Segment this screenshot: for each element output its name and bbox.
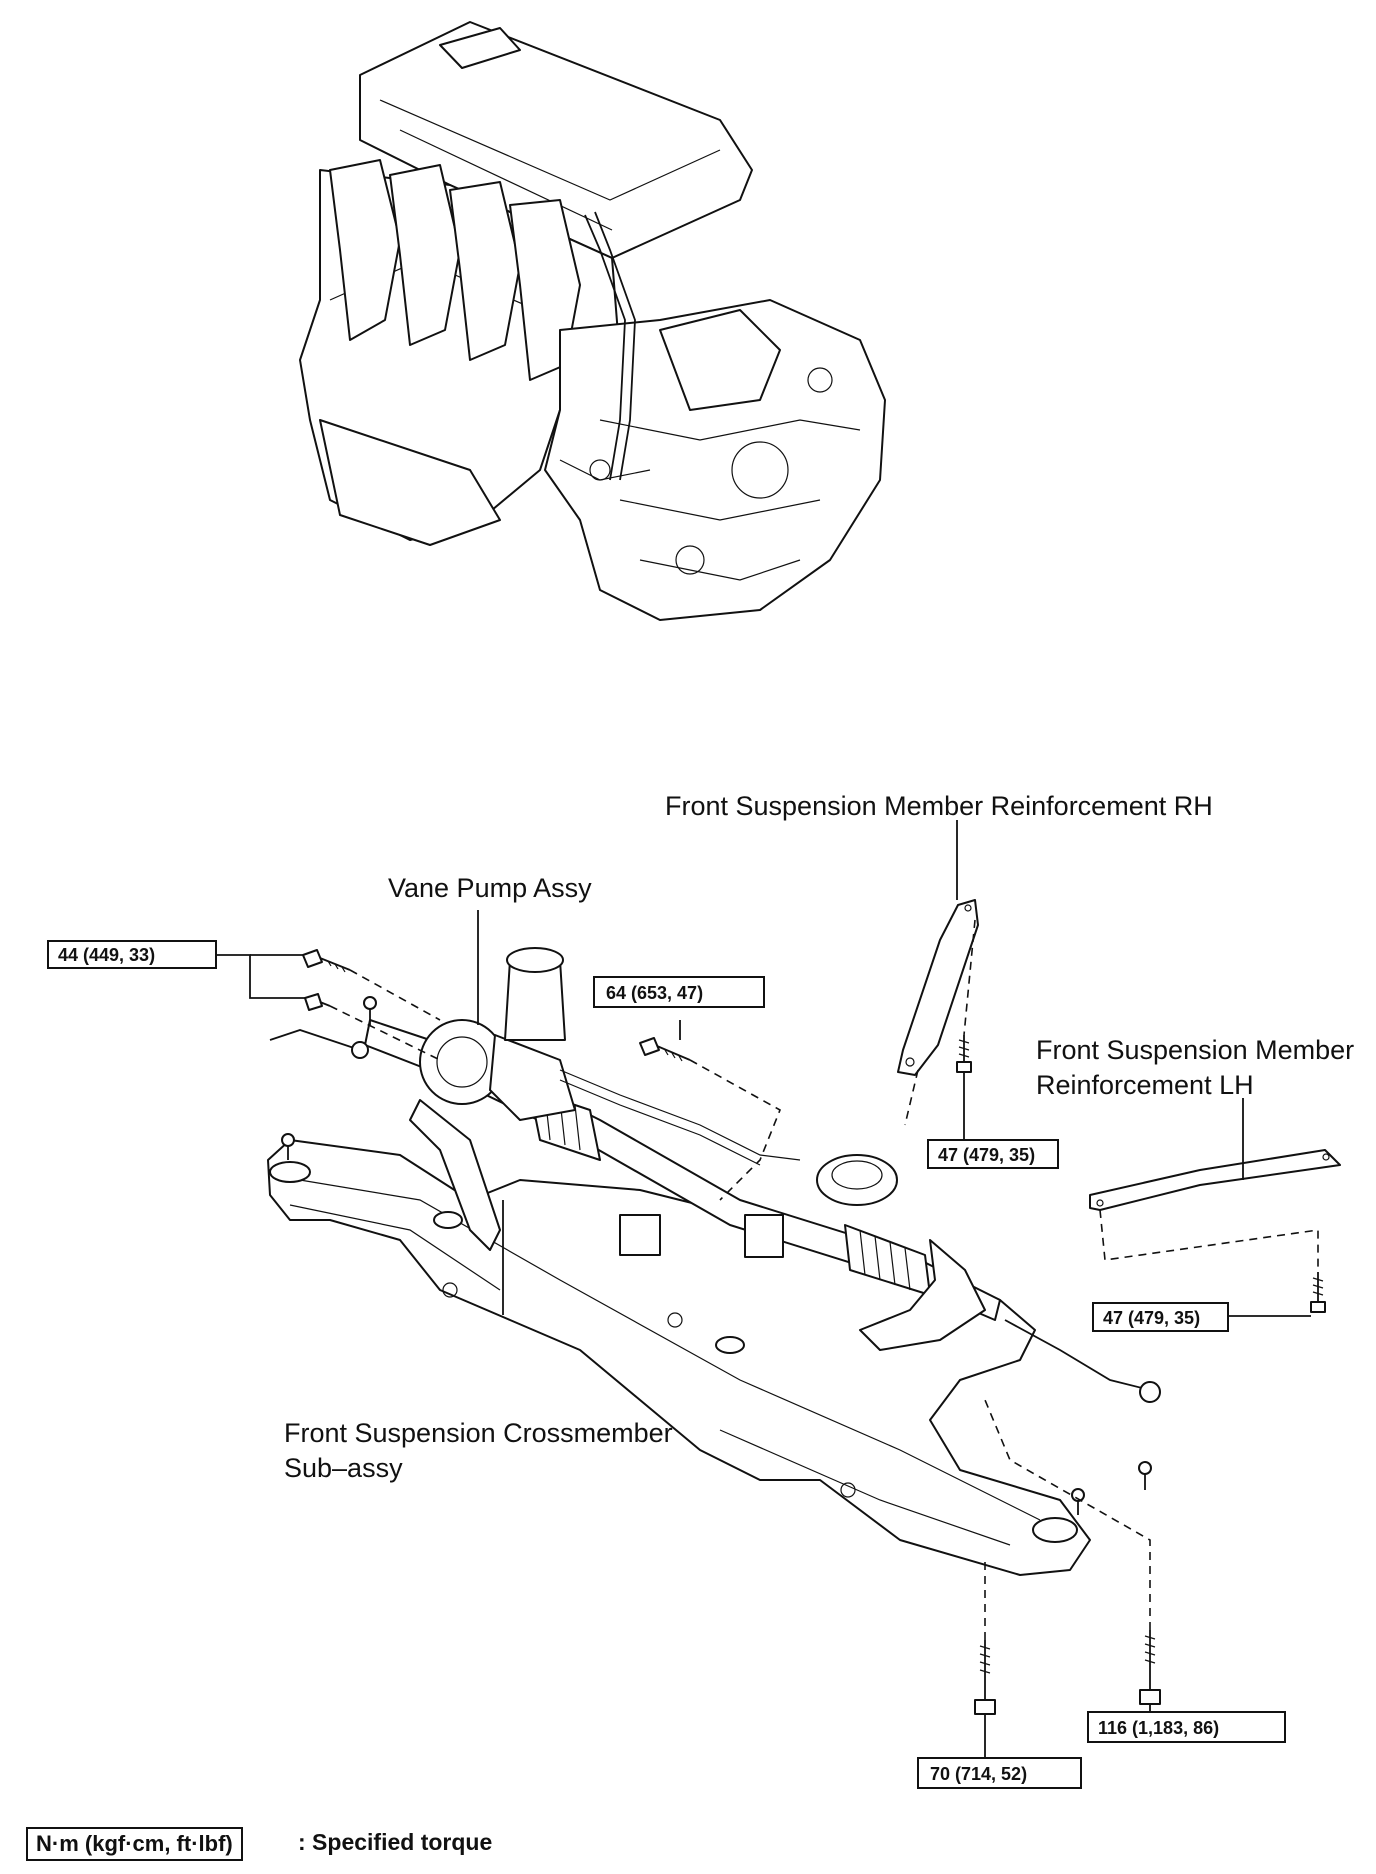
bolt-47-rh (956, 1035, 972, 1073)
torque-legend-text: : Specified torque (298, 1829, 493, 1855)
torque-70: 70 (714, 52) (930, 1764, 1027, 1784)
torque-unit-legend: N·m (kgf·cm, ft·lbf) (26, 1827, 243, 1861)
bolt-44-upper (302, 949, 351, 973)
label-reinforcement-lh-line1: Front Suspension Member (1036, 1035, 1354, 1065)
reinforcement-rh (897, 899, 979, 1076)
crossmember-assembly (267, 947, 1161, 1576)
engine-transaxle-illustration (299, 21, 886, 621)
torque-specs: 44 (449, 33) 64 (653, 47) 47 (479, 35) 4… (47, 940, 1286, 1789)
bolt-64 (639, 1037, 691, 1062)
bolt-47-lh (1310, 1272, 1326, 1313)
torque-47-lh: 47 (479, 35) (1103, 1308, 1200, 1328)
torque-64: 64 (653, 47) (606, 983, 703, 1003)
installation-guide-lines (329, 919, 1319, 1640)
label-leader-lines (215, 820, 1311, 1758)
reinforcement-lh (1089, 1149, 1341, 1211)
torque-116: 116 (1,183, 86) (1098, 1718, 1219, 1738)
bolt-116 (1139, 1630, 1161, 1705)
torque-47-rh: 47 (479, 35) (938, 1145, 1035, 1165)
label-crossmember-line2: Sub–assy (284, 1453, 403, 1483)
label-reinforcement-rh: Front Suspension Member Reinforcement RH (665, 791, 1213, 821)
part-labels: Front Suspension Member Reinforcement RH… (284, 791, 1354, 1483)
label-reinforcement-lh-line2: Reinforcement LH (1036, 1070, 1254, 1100)
bolt-44-lower (304, 993, 331, 1011)
torque-44: 44 (449, 33) (58, 945, 155, 965)
bolt-70 (974, 1640, 996, 1715)
label-vane-pump-assy: Vane Pump Assy (388, 873, 592, 903)
label-crossmember-line1: Front Suspension Crossmember (284, 1418, 673, 1448)
